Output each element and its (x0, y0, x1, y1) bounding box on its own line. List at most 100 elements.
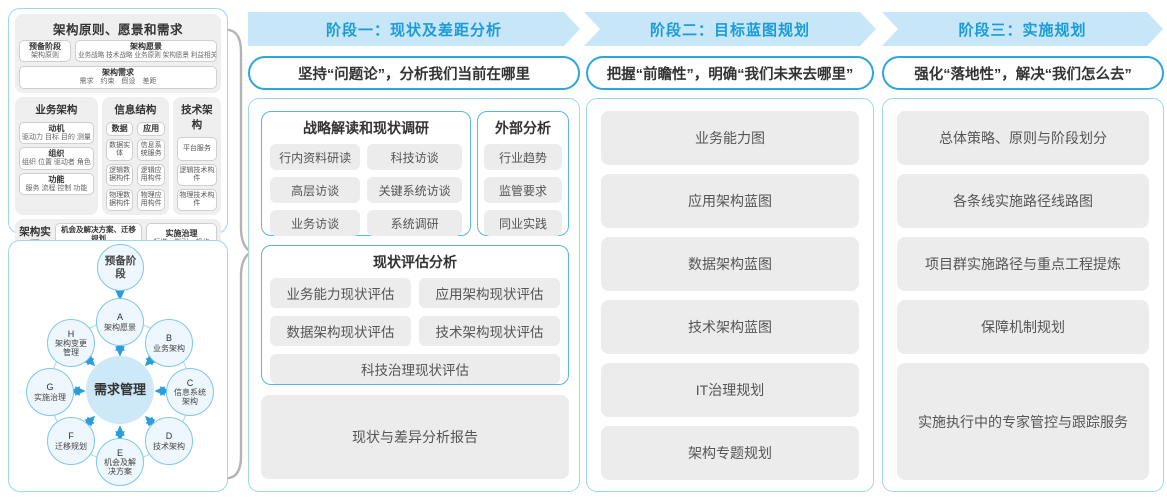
requirements-box: 架构需求 需求 约束 假设 差距 (19, 66, 217, 89)
organization-title: 组织 (48, 149, 65, 159)
business-arch-title: 业务架构 (35, 103, 78, 116)
phase2-item: 数据架构蓝图 (601, 237, 859, 291)
tech-arch-title: 技术架构 (181, 103, 213, 131)
phase1-header: 阶段一：现状及差距分析 (325, 21, 502, 39)
assessment-item: 应用架构现状评估 (419, 278, 560, 308)
phase3-item: 各条线实施路径线路图 (897, 174, 1149, 228)
assessment-item: 业务能力现状评估 (270, 278, 411, 308)
external-item: 监管要求 (484, 177, 562, 203)
app-item: 物理应用构件 (137, 188, 165, 212)
function-sub: 服务 流程 控制 功能 (25, 184, 88, 192)
business-arch-section: 业务架构 动机 驱动力 目标 目的 测量 组织 组织 位置 驱动者 角色 功能 … (15, 96, 98, 216)
vision-title: 架构愿景 (130, 42, 162, 51)
principles-section: 架构原则、愿景和需求 预备阶段 架构原则 架构愿景 业务战略 技术战略 业务原则… (15, 14, 221, 93)
node-label: 迁移规划 (55, 441, 87, 451)
phase2-item: 架构专题规划 (601, 426, 859, 480)
adm-node-c: C 信息系统架构 (166, 368, 214, 416)
business-item-organization: 组织 组织 位置 驱动者 角色 (19, 147, 94, 170)
node-letter: E (116, 447, 123, 458)
phase3-subtitle-text: 强化“落地性”，解决“我们怎么去” (914, 66, 1132, 83)
prep-phase-circle: 预备阶段 (97, 244, 144, 291)
node-label: 架构变更管理 (55, 338, 87, 358)
external-item: 行业趋势 (484, 144, 562, 170)
data-item: 数据实体 (105, 138, 134, 161)
node-label: 业务架构 (153, 343, 185, 353)
assessment-box: 现状评估分析 业务能力现状评估 应用架构现状评估 数据架构现状评估 技术架构现状… (261, 245, 569, 385)
survey-item: 高层访谈 (270, 177, 361, 203)
phase3-header: 阶段三：实施规划 (958, 21, 1087, 39)
data-column: 数据 数据实体 逻辑数据构件 物理数据构件 (105, 121, 134, 212)
node-letter: A (116, 312, 123, 323)
phase3-header-band: 阶段三：实施规划 (882, 12, 1163, 46)
organization-sub: 组织 位置 驱动者 角色 (22, 159, 91, 167)
phase2-item: 业务能力图 (601, 111, 859, 165)
app-column: 应用 信息系统服务 逻辑应用构件 物理应用构件 (137, 121, 165, 212)
adm-node-a: A 架构愿景 (96, 298, 144, 346)
node-letter: D (165, 431, 173, 442)
requirements-mgmt-circle: 需求管理 (86, 356, 154, 424)
phase2-column: 业务能力图 应用架构蓝图 数据架构蓝图 技术架构蓝图 IT治理规划 架构专题规划 (586, 98, 874, 492)
node-letter: H (67, 328, 75, 339)
app-header: 应用 (143, 123, 160, 133)
prep-phase-sub: 架构原则 (31, 52, 59, 59)
phase3-subtitle: 强化“落地性”，解决“我们怎么去” (882, 56, 1164, 90)
requirements-title: 架构需求 (102, 68, 134, 78)
app-item: 信息系统服务 (137, 138, 165, 161)
node-label: 架构愿景 (104, 322, 136, 332)
node-label: 信息系统架构 (174, 387, 206, 407)
node-label: 机会及解决方案 (104, 457, 136, 477)
function-title: 功能 (48, 174, 65, 184)
info-structure-title: 信息结构 (114, 103, 157, 116)
adm-node-e: E 机会及解决方案 (96, 438, 144, 486)
assessment-item: 科技治理现状评估 (270, 354, 560, 384)
opportunity-title: 机会及解决方案、迁移规划 (61, 225, 137, 244)
prep-phase-box: 预备阶段 架构原则 (19, 40, 71, 63)
tech-item: 逻辑技术构件 (176, 163, 217, 186)
node-label: 实施治理 (34, 392, 66, 402)
phase3-column: 总体策略、原则与阶段划分 各条线实施路径线路图 项目群实施路径与重点工程提炼 保… (882, 98, 1164, 492)
gap-report-box: 现状与差异分析报告 (261, 395, 569, 479)
app-header-box: 应用 (137, 121, 165, 136)
adm-node-d: D 技术架构 (145, 417, 193, 465)
node-letter: F (68, 431, 74, 442)
phase1-subtitle: 坚持“问题论”，分析我们当前在哪里 (248, 56, 580, 90)
adm-node-b: B 业务架构 (145, 319, 193, 367)
survey-item: 关键系统访谈 (367, 177, 462, 203)
phase3-item: 总体策略、原则与阶段划分 (897, 111, 1149, 165)
phase1-subtitle-text: 坚持“问题论”，分析我们当前在哪里 (298, 66, 530, 83)
motivation-title: 动机 (48, 123, 65, 133)
survey-title: 战略解读和现状调研 (303, 120, 429, 136)
tech-arch-section: 技术架构 平台服务 逻辑技术构件 物理技术构件 (172, 96, 221, 216)
governance-title: 实施治理 (165, 229, 198, 239)
phase2-header: 阶段二：目标蓝图规划 (649, 21, 810, 39)
phase3-item: 项目群实施路径与重点工程提炼 (897, 237, 1149, 291)
adm-node-h: H 架构变更管理 (47, 319, 95, 367)
survey-item: 科技访谈 (367, 144, 462, 170)
phase2-subtitle: 把握“前瞻性”，明确“我们未来去哪里” (586, 56, 874, 90)
panel-title: 架构原则、愿景和需求 (52, 23, 183, 37)
survey-box: 战略解读和现状调研 行内资料研读 科技访谈 高层访谈 关键系统访谈 业务访谈 系… (261, 111, 471, 236)
data-header: 数据 (111, 123, 128, 133)
assessment-item: 技术架构现状评估 (419, 316, 560, 346)
vision-box: 架构愿景 业务战略 技术战略 业务原则 架构愿景 利益相关者 (75, 40, 217, 63)
survey-item: 系统调研 (367, 210, 462, 236)
survey-item: 行内资料研读 (270, 144, 361, 170)
app-item: 逻辑应用构件 (137, 163, 165, 186)
phase3-item: 实施执行中的专家管控与跟踪服务 (897, 363, 1149, 480)
assessment-title: 现状评估分析 (373, 254, 457, 270)
info-structure-section: 信息结构 数据 数据实体 逻辑数据构件 物理数据构件 应用 信息系统服务 逻辑应… (101, 96, 169, 216)
business-item-function: 功能 服务 流程 控制 功能 (19, 172, 94, 195)
tech-item: 物理技术构件 (176, 188, 217, 212)
assessment-item: 数据架构现状评估 (270, 316, 411, 346)
survey-item: 业务访谈 (270, 210, 361, 236)
prep-phase-title: 预备阶段 (29, 42, 61, 51)
external-analysis-box: 外部分析 行业趋势 监管要求 同业实践 (477, 111, 569, 236)
phase3-item: 保障机制规划 (897, 300, 1149, 354)
tech-item: 平台服务 (176, 136, 217, 161)
data-header-box: 数据 (105, 121, 134, 136)
data-item: 物理数据构件 (105, 188, 134, 212)
phase2-item: 技术架构蓝图 (601, 300, 859, 354)
phase1-column: 战略解读和现状调研 行内资料研读 科技访谈 高层访谈 关键系统访谈 业务访谈 系… (248, 98, 580, 492)
node-letter: B (165, 333, 172, 344)
